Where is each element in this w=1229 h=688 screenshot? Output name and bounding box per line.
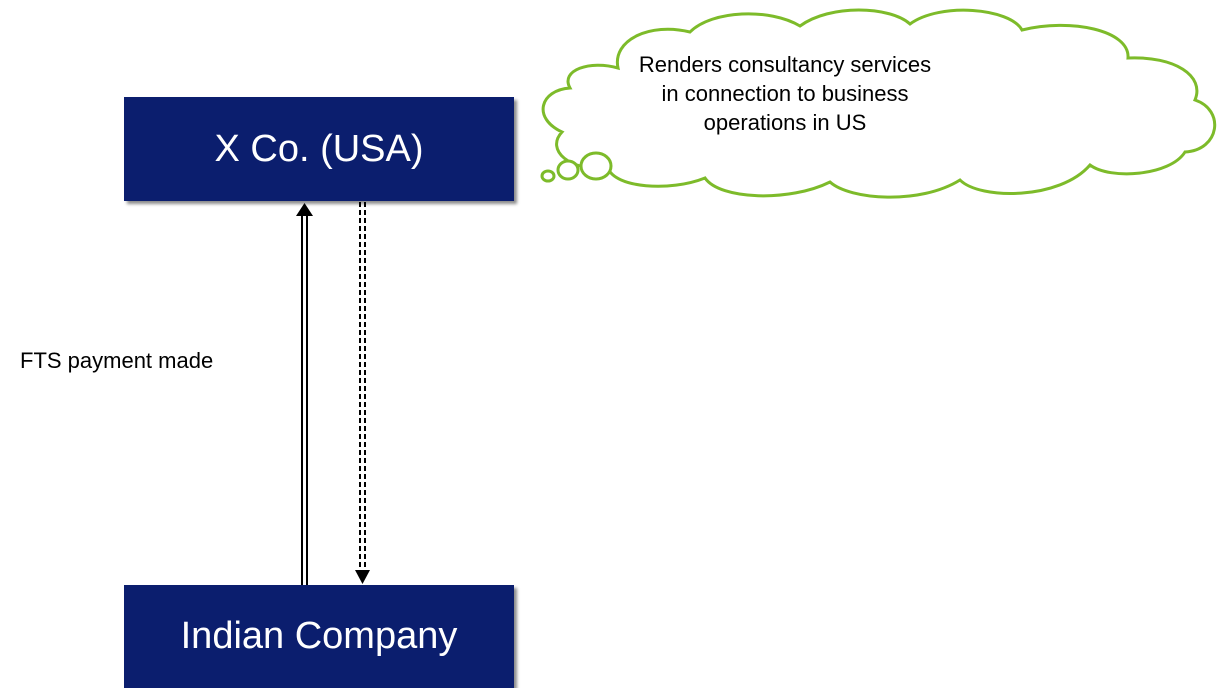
payment-edge-label: FTS payment made: [20, 348, 214, 373]
callout-text: Renders consultancy services in connecti…: [620, 50, 950, 137]
payment-arrow: [296, 203, 313, 585]
node-x-co-usa-label: X Co. (USA): [214, 127, 424, 170]
node-indian-company: Indian Company: [124, 585, 514, 688]
callout-line: Renders consultancy services: [638, 52, 932, 77]
node-x-co-usa: X Co. (USA): [124, 97, 514, 201]
thought-bubble-medium: [556, 159, 580, 181]
thought-bubble-small: [540, 169, 556, 183]
thought-bubble-large: [579, 151, 613, 181]
callout-line: in connection to business: [661, 81, 909, 107]
services-arrow: [355, 202, 370, 584]
node-indian-company-label: Indian Company: [180, 615, 458, 657]
callout-line: operations in US: [703, 110, 867, 136]
